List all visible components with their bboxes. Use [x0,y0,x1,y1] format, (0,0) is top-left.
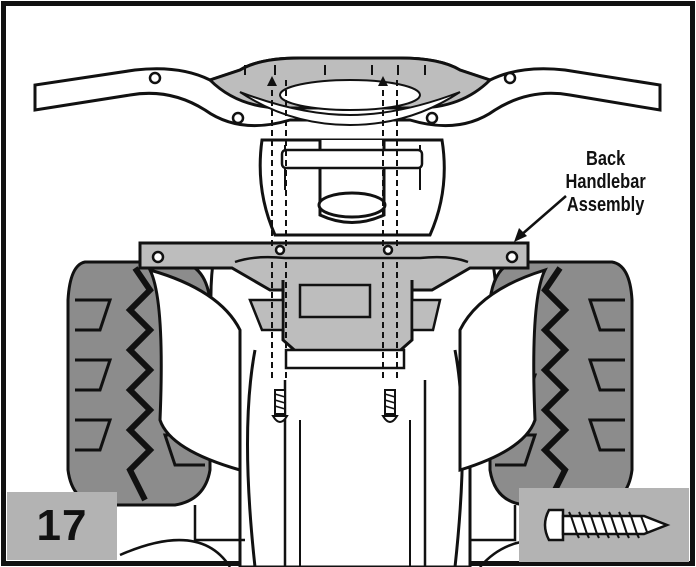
hardware-box [519,488,689,562]
steering-column [258,138,446,237]
left-fender [147,267,242,472]
alignment-lines [271,80,398,380]
callout-line-3: Assembly [566,194,645,216]
right-fender [458,267,548,473]
callout-line-2: Handlebar [565,171,646,193]
step-number: 17 [36,501,88,550]
back-handlebar-assembly [138,241,530,370]
front-handlebar [33,56,662,128]
callout-label: Back Handlebar Assembly [540,148,671,217]
step-number-box: 17 [7,492,117,560]
screw-icon [543,508,671,542]
callout-leader [519,195,567,237]
screw-left [271,389,289,423]
callout-line-1: Back [585,148,626,170]
alignment-arrows [267,76,388,86]
callout-arrowhead [514,228,527,242]
screw-right [381,389,399,423]
